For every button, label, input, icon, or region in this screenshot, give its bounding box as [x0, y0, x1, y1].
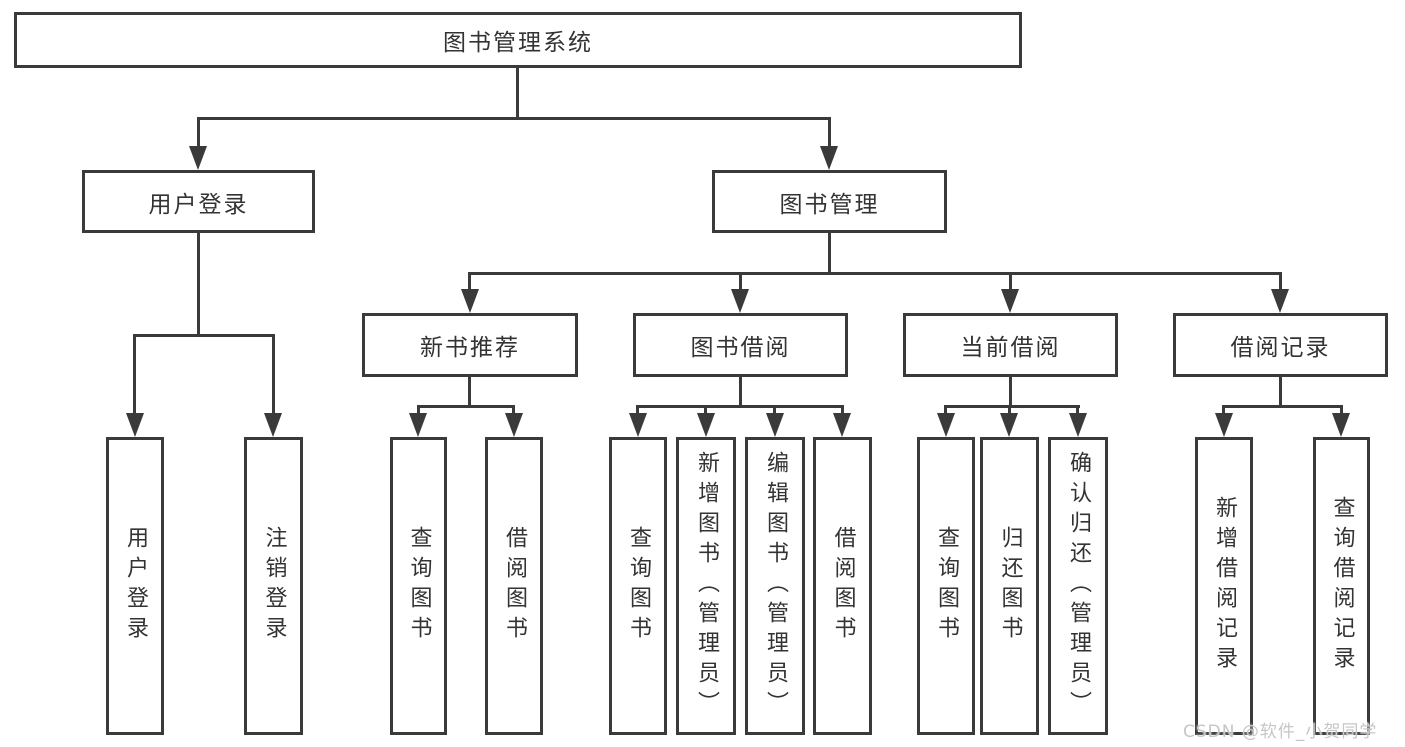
- connector-stem: [1009, 374, 1012, 406]
- connector-stem: [841, 405, 844, 415]
- arrow-down-icon: [766, 413, 784, 437]
- node-book-management-module: 图书管理: [712, 170, 947, 233]
- connector-stem: [1340, 405, 1343, 415]
- connector-stem: [197, 230, 200, 335]
- arrow-down-icon: [1069, 413, 1087, 437]
- node-user-login-module: 用户登录: [82, 170, 315, 233]
- leaf-return-book: 归还图书: [980, 437, 1039, 735]
- arrow-down-icon: [1001, 289, 1019, 313]
- connector-stem: [828, 230, 831, 275]
- node-current-borrow: 当前借阅: [903, 313, 1118, 377]
- connector-stem: [468, 272, 471, 292]
- connector-stem: [468, 374, 471, 406]
- connector-root-stem: [516, 66, 519, 118]
- connector-stem: [417, 405, 420, 415]
- arrow-down-icon: [1215, 413, 1233, 437]
- arrow-down-icon: [629, 413, 647, 437]
- connector-stem: [739, 272, 742, 292]
- arrow-down-icon: [820, 146, 838, 170]
- arrow-down-icon: [1000, 413, 1018, 437]
- connector-stem: [1008, 405, 1011, 415]
- connector-stem: [272, 334, 275, 415]
- node-new-book-recommend: 新书推荐: [362, 313, 578, 377]
- connector-stem: [1009, 272, 1012, 292]
- connector-stem: [739, 374, 742, 406]
- connector-stem: [512, 405, 515, 415]
- connector-stem: [828, 117, 831, 149]
- connector-stem: [944, 405, 947, 415]
- connector-stem: [1076, 405, 1079, 415]
- arrow-down-icon: [1271, 289, 1289, 313]
- arrow-down-icon: [833, 413, 851, 437]
- arrow-down-icon: [409, 413, 427, 437]
- leaf-add-borrow-record: 新增借阅记录: [1195, 437, 1253, 735]
- connector-level3-rail: [468, 272, 1282, 275]
- arrow-down-icon: [731, 289, 749, 313]
- connector-rail: [944, 405, 1080, 408]
- connector-level2-rail: [197, 117, 831, 120]
- leaf-query-book-current: 查询图书: [917, 437, 975, 735]
- leaf-borrow-book: 借阅图书: [813, 437, 872, 735]
- leaf-logout: 注销登录: [244, 437, 303, 735]
- connector-rail: [636, 405, 844, 408]
- leaf-query-borrow-record: 查询借阅记录: [1313, 437, 1370, 735]
- node-root-system: 图书管理系统: [14, 12, 1022, 68]
- connector-stem: [197, 117, 200, 149]
- arrow-down-icon: [126, 413, 144, 437]
- arrow-down-icon: [461, 289, 479, 313]
- leaf-edit-book-admin: 编辑图书（管理员）: [745, 437, 805, 735]
- connector-rail: [417, 405, 515, 408]
- arrow-down-icon: [264, 413, 282, 437]
- connector-rail: [1222, 405, 1343, 408]
- connector-stem: [1222, 405, 1225, 415]
- connector-stem: [704, 405, 707, 415]
- node-book-borrow: 图书借阅: [633, 313, 848, 377]
- arrow-down-icon: [189, 146, 207, 170]
- connector-stem: [133, 334, 136, 415]
- leaf-add-book-admin: 新增图书（管理员）: [676, 437, 736, 735]
- leaf-query-book-recommend: 查询图书: [390, 437, 447, 735]
- leaf-borrow-book-recommend: 借阅图书: [485, 437, 543, 735]
- connector-stem: [636, 405, 639, 415]
- node-borrow-records: 借阅记录: [1173, 313, 1388, 377]
- arrow-down-icon: [505, 413, 523, 437]
- arrow-down-icon: [697, 413, 715, 437]
- leaf-confirm-return-admin: 确认归还（管理员）: [1048, 437, 1108, 735]
- csdn-watermark: CSDN @软件_小贺同学: [1183, 722, 1378, 742]
- connector-rail: [133, 334, 275, 337]
- arrow-down-icon: [937, 413, 955, 437]
- leaf-user-login: 用户登录: [106, 437, 164, 735]
- connector-stem: [1279, 272, 1282, 292]
- connector-stem: [1279, 374, 1282, 406]
- connector-stem: [773, 405, 776, 415]
- arrow-down-icon: [1332, 413, 1350, 437]
- leaf-query-book-borrow: 查询图书: [609, 437, 667, 735]
